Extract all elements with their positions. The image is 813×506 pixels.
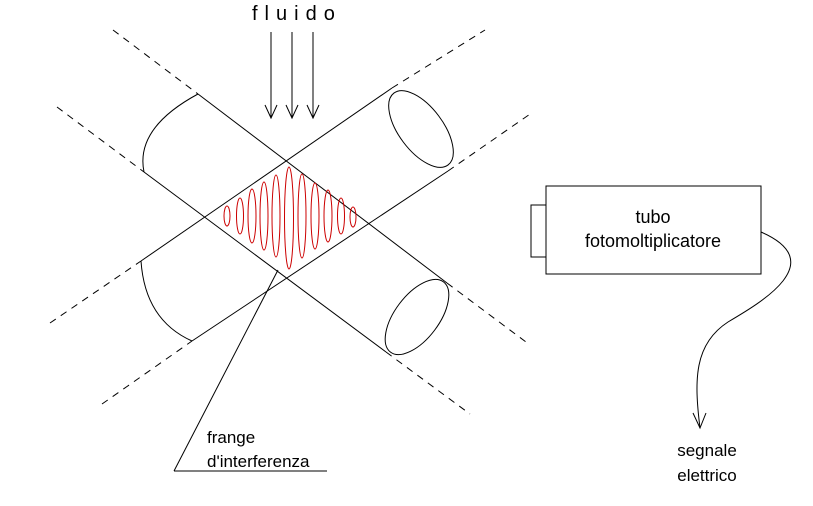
signal-label-line2: elettrico bbox=[677, 466, 737, 485]
laser-beam-up-right bbox=[49, 29, 534, 405]
beam-end-ellipse bbox=[384, 278, 450, 356]
fringes-label-line2: d'interferenza bbox=[207, 452, 310, 471]
fringes-leader bbox=[173, 269, 327, 472]
flow-arrows bbox=[264, 32, 320, 120]
signal-label-line1: segnale bbox=[677, 441, 737, 460]
interference-fringes bbox=[223, 166, 357, 270]
beam-end-curve bbox=[142, 93, 199, 173]
down-arrow-icon bbox=[306, 32, 320, 120]
photomultiplier-tube bbox=[530, 185, 762, 275]
laser-beam-down-right bbox=[56, 29, 531, 415]
beam-end-curve bbox=[140, 260, 193, 342]
down-arrow-icon bbox=[692, 412, 707, 430]
pmt-label-line1: tubo bbox=[635, 207, 670, 227]
pmt-label-line2: fotomoltiplicatore bbox=[585, 231, 721, 251]
down-arrow-icon bbox=[264, 32, 278, 120]
signal-cable bbox=[692, 231, 792, 430]
beam-end-ellipse bbox=[388, 90, 454, 168]
pmt-window bbox=[530, 204, 547, 258]
fluid-label: fluido bbox=[252, 3, 342, 25]
pmt-body bbox=[545, 185, 762, 275]
down-arrow-icon bbox=[285, 32, 299, 120]
fringes-label-line1: frange bbox=[207, 428, 255, 447]
